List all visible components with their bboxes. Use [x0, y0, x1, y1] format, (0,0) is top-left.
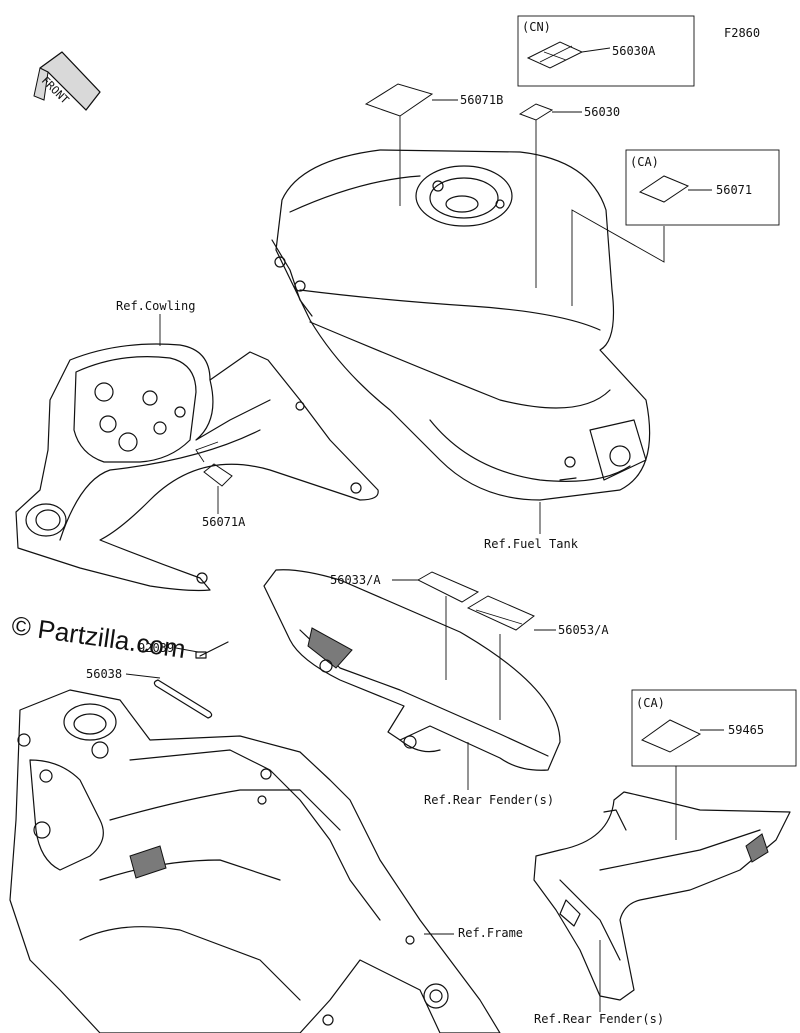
label-92039-shape: [195, 641, 229, 659]
ca-region-box-top: [625, 149, 780, 226]
ref-cowling[interactable]: Ref.Cowling: [116, 299, 196, 313]
cowling-outline: [15, 343, 379, 592]
part-56053A[interactable]: 56053/A: [558, 623, 609, 637]
part-56071B[interactable]: 56071B: [460, 93, 504, 107]
part-56038[interactable]: 56038: [86, 667, 123, 681]
part-56030A[interactable]: 56030A: [612, 44, 656, 58]
ref-rear-fender-1[interactable]: Ref.Rear Fender(s): [424, 793, 555, 807]
label-56038-shape: [153, 679, 213, 719]
cn-region-box: [517, 15, 695, 87]
ca-region-label-bottom: (CA): [636, 696, 665, 710]
part-59465[interactable]: 59465: [728, 723, 765, 737]
chain-guard-outline: [263, 569, 561, 771]
label-59465-shape: [640, 719, 702, 753]
ref-frame[interactable]: Ref.Frame: [458, 926, 524, 940]
label-56071-shape: [638, 175, 690, 203]
figure-code: F2860: [724, 26, 761, 40]
frame-outline: [9, 689, 501, 1033]
rear-fender-outline: [533, 791, 791, 1001]
front-arrow-icon: [33, 51, 101, 111]
ca-region-box-bottom: [631, 689, 797, 767]
label-56033A-shape: [416, 571, 480, 603]
label-56053A-shape: [466, 595, 535, 631]
part-92039[interactable]: 92039: [138, 641, 175, 655]
ref-rear-fender-2[interactable]: Ref.Rear Fender(s): [534, 1012, 665, 1026]
label-56030-shape: [518, 103, 554, 121]
leader-lines: [125, 47, 724, 1012]
part-56033A[interactable]: 56033/A: [330, 573, 381, 587]
part-56071[interactable]: 56071: [716, 183, 753, 197]
label-56071B-shape: [364, 83, 434, 117]
ca-region-label-top: (CA): [630, 155, 659, 169]
label-56030A-shape: [526, 41, 584, 69]
part-56071A[interactable]: 56071A: [202, 515, 246, 529]
ref-fuel-tank[interactable]: Ref.Fuel Tank: [484, 537, 578, 551]
cn-region-label: (CN): [522, 20, 551, 34]
fuel-tank-outline: [271, 149, 651, 501]
part-56030[interactable]: 56030: [584, 105, 621, 119]
